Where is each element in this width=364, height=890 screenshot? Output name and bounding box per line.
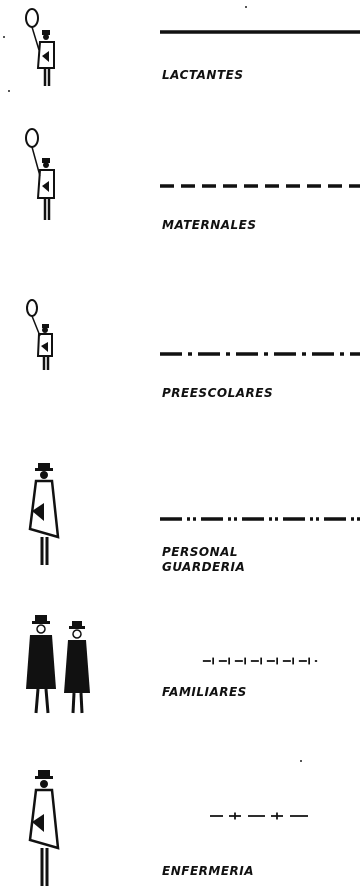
- legend-label-familiares: FAMILIARES: [162, 685, 247, 700]
- child-with-balloon-icon: [18, 296, 68, 372]
- adult-figure-icon: [18, 766, 78, 890]
- adult-figure-icon: [18, 459, 78, 569]
- legend-label-line: PERSONAL: [162, 545, 245, 560]
- legend-label-line: LACTANTES: [162, 68, 243, 83]
- line-dash-plus: [160, 812, 360, 820]
- line-solid: [160, 28, 360, 36]
- line-dash-tick: [160, 657, 360, 665]
- line-dash-double-dot: [160, 515, 360, 523]
- scan-speck: [300, 760, 302, 762]
- scan-speck: [3, 36, 5, 38]
- legend-label-enfermeria: ENFERMERIA: [162, 864, 254, 879]
- legend-label-preescolares: PREESCOLARES: [162, 386, 273, 401]
- child-with-balloon-icon: [18, 6, 68, 92]
- legend-label-line: GUARDERIA: [162, 560, 245, 575]
- child-with-balloon-icon: [18, 126, 68, 222]
- legend-label-line: FAMILIARES: [162, 685, 247, 700]
- legend-label-line: PREESCOLARES: [162, 386, 273, 401]
- legend-label-line: MATERNALES: [162, 218, 257, 233]
- line-dash-dot: [160, 350, 360, 358]
- scan-speck: [245, 6, 247, 8]
- two-adults-icon: [18, 609, 108, 719]
- legend-label-maternales: MATERNALES: [162, 218, 257, 233]
- legend-label-personal-guarderia: PERSONAL GUARDERIA: [162, 545, 245, 575]
- legend-label-line: ENFERMERIA: [162, 864, 254, 879]
- legend-label-lactantes: LACTANTES: [162, 68, 243, 83]
- scan-speck: [8, 90, 10, 92]
- line-dashed: [160, 182, 360, 190]
